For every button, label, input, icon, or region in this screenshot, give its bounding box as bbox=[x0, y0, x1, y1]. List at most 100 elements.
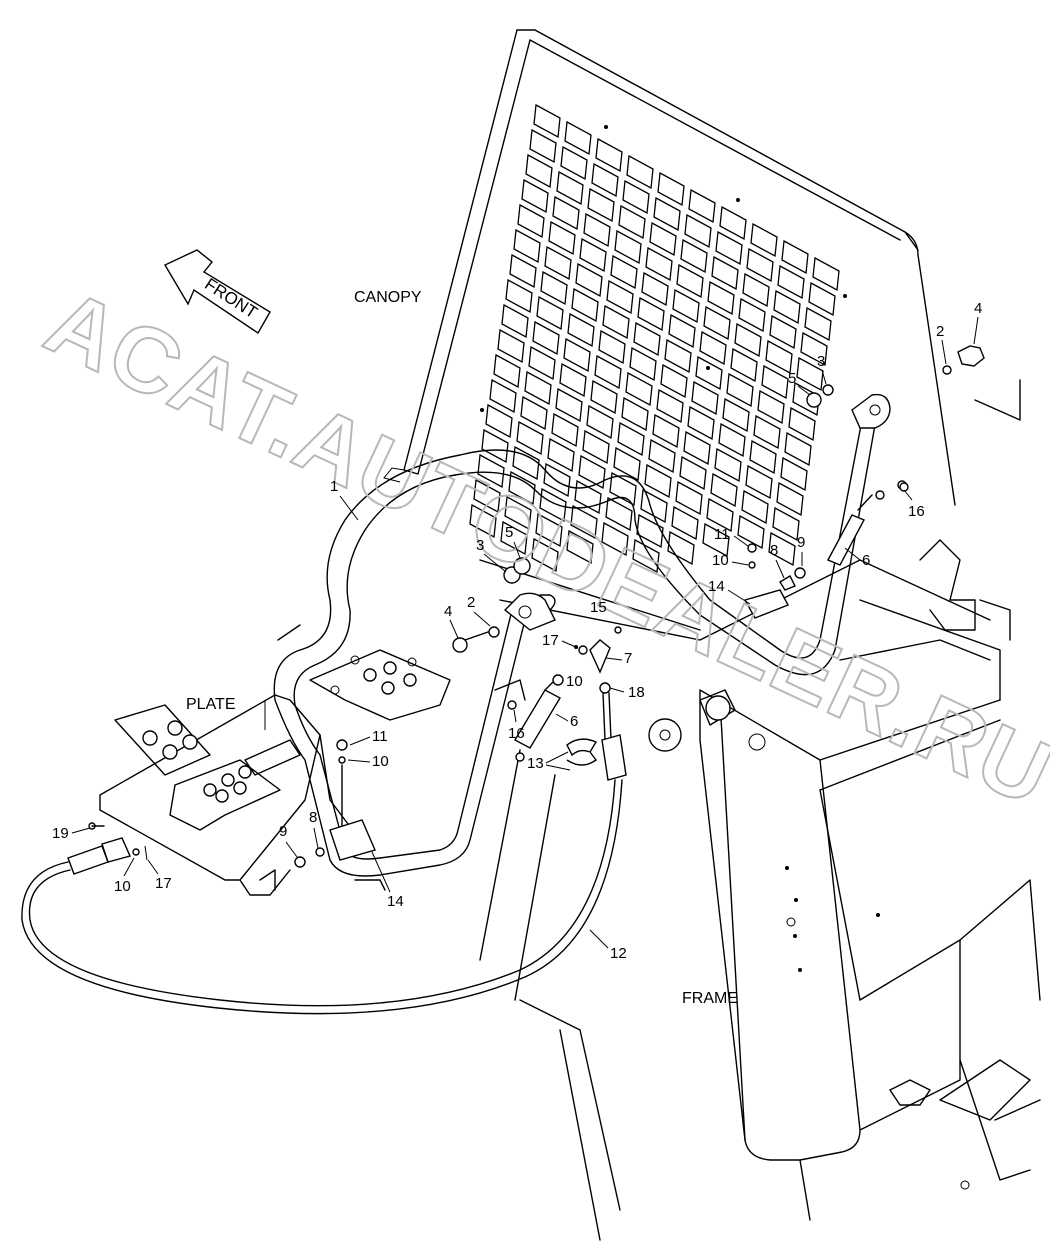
callout-part-3b: 3 bbox=[476, 537, 484, 554]
mesh-cell bbox=[749, 439, 777, 475]
mesh-cell bbox=[664, 338, 692, 374]
mesh-cell bbox=[570, 504, 598, 540]
mesh-cell bbox=[765, 339, 793, 375]
mesh-cell bbox=[652, 413, 680, 449]
mesh-cell bbox=[539, 487, 567, 523]
plate-label: PLATE bbox=[186, 696, 236, 713]
mesh-cell bbox=[531, 537, 559, 573]
mesh-cell bbox=[543, 462, 571, 498]
mesh-cell bbox=[688, 188, 716, 224]
mesh-cell bbox=[702, 522, 730, 558]
mesh-cell bbox=[555, 387, 583, 423]
mesh-cell bbox=[636, 513, 664, 549]
mesh-cell bbox=[718, 422, 746, 458]
mesh-cell bbox=[497, 328, 525, 364]
mesh-cell bbox=[719, 205, 747, 241]
callout-part-1: 1 bbox=[330, 478, 338, 495]
callout-part-12: 12 bbox=[610, 945, 627, 962]
mesh-cell bbox=[784, 431, 812, 467]
mesh-cell bbox=[521, 178, 549, 214]
callout-part-11: 11 bbox=[714, 526, 730, 543]
mesh-cell bbox=[684, 213, 712, 249]
mesh-cell bbox=[563, 337, 591, 373]
mesh-cell bbox=[504, 495, 532, 531]
mesh-cell bbox=[551, 412, 579, 448]
callout-part-10d: 10 bbox=[114, 878, 131, 895]
mesh-cell bbox=[578, 454, 606, 490]
mesh-cell bbox=[548, 220, 576, 256]
mesh-cell bbox=[469, 503, 497, 539]
mesh-cell bbox=[711, 255, 739, 291]
mesh-cell bbox=[675, 480, 703, 516]
mesh-cell bbox=[533, 103, 561, 139]
mesh-cell bbox=[598, 329, 626, 365]
callout-part-10c: 10 bbox=[372, 753, 389, 770]
mesh-cell bbox=[560, 145, 588, 181]
mesh-cell bbox=[591, 162, 619, 198]
mesh-cell bbox=[699, 330, 727, 366]
mesh-cell bbox=[605, 496, 633, 532]
mesh-cell bbox=[703, 305, 731, 341]
mesh-cell bbox=[582, 429, 610, 465]
mesh-cell bbox=[524, 370, 552, 406]
mesh-cell bbox=[559, 362, 587, 398]
mesh-cell bbox=[587, 187, 615, 223]
mesh-cell bbox=[617, 421, 645, 457]
callout-part-10: 10 bbox=[712, 552, 729, 569]
callout-part-5b: 5 bbox=[505, 524, 513, 541]
mesh-cell bbox=[657, 171, 685, 207]
mesh-cell bbox=[473, 478, 501, 514]
mesh-cell bbox=[626, 154, 654, 190]
mesh-cell bbox=[745, 464, 773, 500]
mesh-cell bbox=[683, 430, 711, 466]
mesh-cell bbox=[780, 456, 808, 492]
mesh-cell bbox=[706, 497, 734, 533]
mesh-cell bbox=[535, 512, 563, 548]
callout-part-15: 15 bbox=[590, 599, 607, 616]
mesh-cell bbox=[738, 297, 766, 333]
control-cable bbox=[21, 734, 627, 1015]
roll-bar bbox=[273, 419, 876, 877]
mesh-cell bbox=[707, 280, 735, 316]
mesh-cell bbox=[501, 303, 529, 339]
mesh-cell bbox=[644, 463, 672, 499]
callout-part-8: 8 bbox=[770, 542, 778, 559]
mesh-cell bbox=[737, 514, 765, 550]
mesh-cell bbox=[645, 246, 673, 282]
mesh-cell bbox=[540, 270, 568, 306]
mesh-cell bbox=[653, 196, 681, 232]
mesh-cell bbox=[610, 254, 638, 290]
mesh-cell bbox=[750, 222, 778, 258]
floor-plate bbox=[99, 624, 451, 896]
callout-part-4b: 4 bbox=[444, 603, 452, 620]
mesh-cell bbox=[489, 378, 517, 414]
mesh-cell bbox=[776, 481, 804, 517]
callout-part-2b: 2 bbox=[467, 594, 475, 611]
mesh-cell bbox=[513, 228, 541, 264]
mesh-cell bbox=[556, 170, 584, 206]
mesh-cell bbox=[621, 396, 649, 432]
mesh-cell bbox=[676, 263, 704, 299]
mesh-cell bbox=[800, 331, 828, 367]
callout-part-13: 13 bbox=[527, 755, 544, 772]
callout-part-2: 2 bbox=[936, 323, 944, 340]
mesh-cell bbox=[680, 238, 708, 274]
mesh-cell bbox=[595, 137, 623, 173]
mesh-cell bbox=[769, 314, 797, 350]
mesh-cell bbox=[781, 239, 809, 275]
callout-part-9b: 9 bbox=[279, 823, 287, 840]
callout-part-17b: 17 bbox=[155, 875, 172, 892]
mesh-cell bbox=[741, 489, 769, 525]
callout-part-5: 5 bbox=[788, 370, 796, 387]
mesh-cell bbox=[746, 247, 774, 283]
callout-part-6b: 6 bbox=[570, 713, 578, 730]
callout-part-6: 6 bbox=[862, 552, 870, 569]
frame-label: FRAME bbox=[682, 990, 738, 1007]
mesh-cell bbox=[547, 437, 575, 473]
mesh-cell bbox=[691, 380, 719, 416]
mesh-cell bbox=[808, 281, 836, 317]
mesh-cell bbox=[726, 372, 754, 408]
mesh-cell bbox=[516, 420, 544, 456]
callout-part-16: 16 bbox=[908, 503, 925, 520]
